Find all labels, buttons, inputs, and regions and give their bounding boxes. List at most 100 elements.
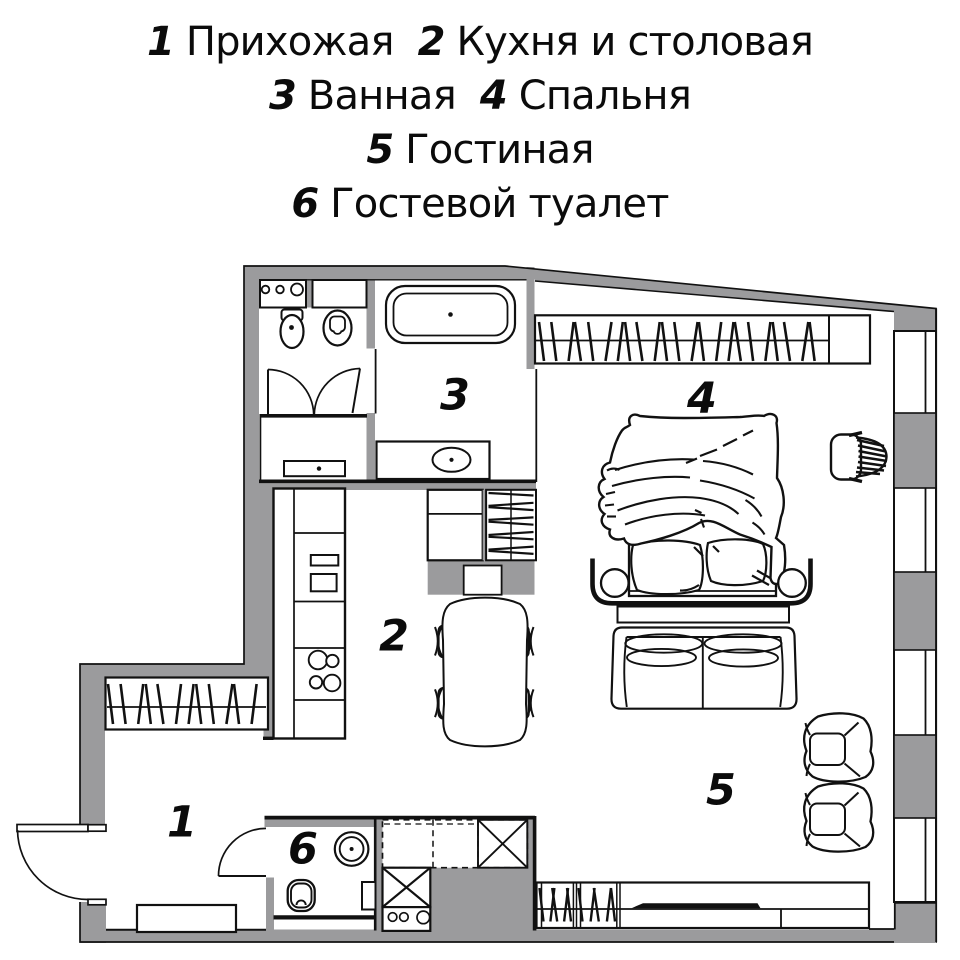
wc-cabinet-icon [311, 279, 368, 309]
partition-lines [106, 279, 896, 931]
guest-wc [286, 831, 377, 913]
wc-double-door-icon [267, 367, 361, 415]
armchair-2-icon [803, 782, 875, 853]
wall-bottom [80, 929, 936, 943]
dining-door-notch [462, 564, 503, 596]
bidet-icon [322, 309, 353, 347]
wc6-sink-icon [333, 831, 370, 867]
wall-top-diagonal [244, 266, 936, 331]
wardrobe-icon [533, 314, 872, 365]
wc-room [259, 279, 368, 478]
room-label-6: 6 [288, 824, 318, 875]
window-wall [893, 308, 938, 943]
living-room [535, 605, 875, 930]
bathtub-icon [384, 284, 517, 345]
hob-icon [307, 649, 342, 693]
wall-pier-2 [893, 571, 937, 651]
legend-name-3: Ванная [307, 73, 457, 119]
wall-hall-band [80, 664, 268, 677]
sofa-icon [610, 626, 798, 710]
legend-name-4: Спальня [518, 73, 692, 119]
toilet-icon [279, 308, 305, 350]
legend-name-2: Кухня и столовая [456, 19, 814, 65]
legend-num-2: 2 [417, 19, 446, 65]
wall-pier-3 [893, 734, 937, 819]
legend-name-5: Гостиная [405, 127, 594, 173]
wall-wc-bath-upper [366, 279, 375, 349]
legend-name-6: Гостевой туалет [330, 181, 669, 227]
microwave-icon [309, 573, 338, 593]
cabinet-x-2 [381, 866, 432, 909]
armchair-1-icon [803, 712, 875, 783]
blanket-folds [604, 429, 766, 536]
kitchen-counter-icon [272, 487, 347, 740]
closet-drawer-icon [283, 460, 346, 478]
wall-kitchen-strip [527, 816, 534, 869]
nightstand-right-icon [777, 568, 807, 598]
sofa-console-icon [616, 605, 790, 624]
pillow-creases [679, 545, 772, 592]
bathroom [375, 284, 517, 481]
headboard-icon [590, 558, 813, 606]
legend-num-1: 1 [146, 19, 175, 65]
bath-sink-icon [375, 440, 491, 481]
wc6-boiler-icon [361, 881, 377, 911]
wall-left-mid [244, 481, 273, 678]
bed-icon [597, 412, 787, 598]
cabinet-x-1 [477, 818, 529, 869]
legend-num-3: 3 [268, 73, 297, 119]
wall-wc6-top-band [264, 819, 384, 827]
legend-num-4: 4 [479, 73, 508, 119]
diagonal-wall-inner-line [534, 280, 895, 313]
wall-wc-bath-lower [366, 413, 375, 482]
wc-counter-icon [259, 279, 307, 309]
stove-icon [381, 905, 432, 932]
hall-hanger-cell-icon [485, 488, 538, 562]
blanket-icon [597, 412, 787, 586]
legend-num-5: 5 [366, 127, 395, 173]
entry-door-icon [16, 823, 107, 906]
wall-wc-stub [306, 279, 313, 308]
hall-wardrobe-icon [104, 676, 270, 731]
pillow-left-icon [630, 539, 704, 596]
wc6-toilet-icon [286, 878, 316, 913]
hall-cabinet-icon [426, 488, 484, 562]
hall-cabinet-divider [482, 489, 487, 561]
dining-table-icon [441, 596, 529, 748]
kitchen-upper-cabinets-icon [381, 818, 529, 869]
wall-kitchen-chunk [430, 867, 534, 931]
desk-chair-icon [829, 430, 888, 484]
oven-icon [309, 554, 340, 567]
kitchen [272, 487, 538, 932]
room-label-2: 2 [379, 611, 409, 662]
legend-num-6: 6 [291, 181, 320, 227]
wc6-door-icon [217, 827, 267, 877]
wall-wc6-left-bar [266, 877, 274, 931]
tv-unit-icon [535, 881, 871, 930]
hallway [16, 676, 270, 934]
room-label-5: 5 [706, 765, 736, 816]
dining-set [434, 596, 535, 748]
wall-bath-bedroom [526, 267, 535, 369]
room-label-3: 3 [440, 370, 470, 421]
wall-bottom-right-block [894, 902, 936, 943]
tv-icon [631, 903, 761, 909]
wall-band-under-bath [259, 483, 536, 490]
kitchen-lower-unit-icon [381, 866, 432, 932]
room-label-1: 1 [167, 797, 197, 848]
wall-wc6-right [376, 818, 384, 931]
wall-hall-left [80, 677, 105, 825]
nightstand-left-icon [599, 568, 630, 598]
